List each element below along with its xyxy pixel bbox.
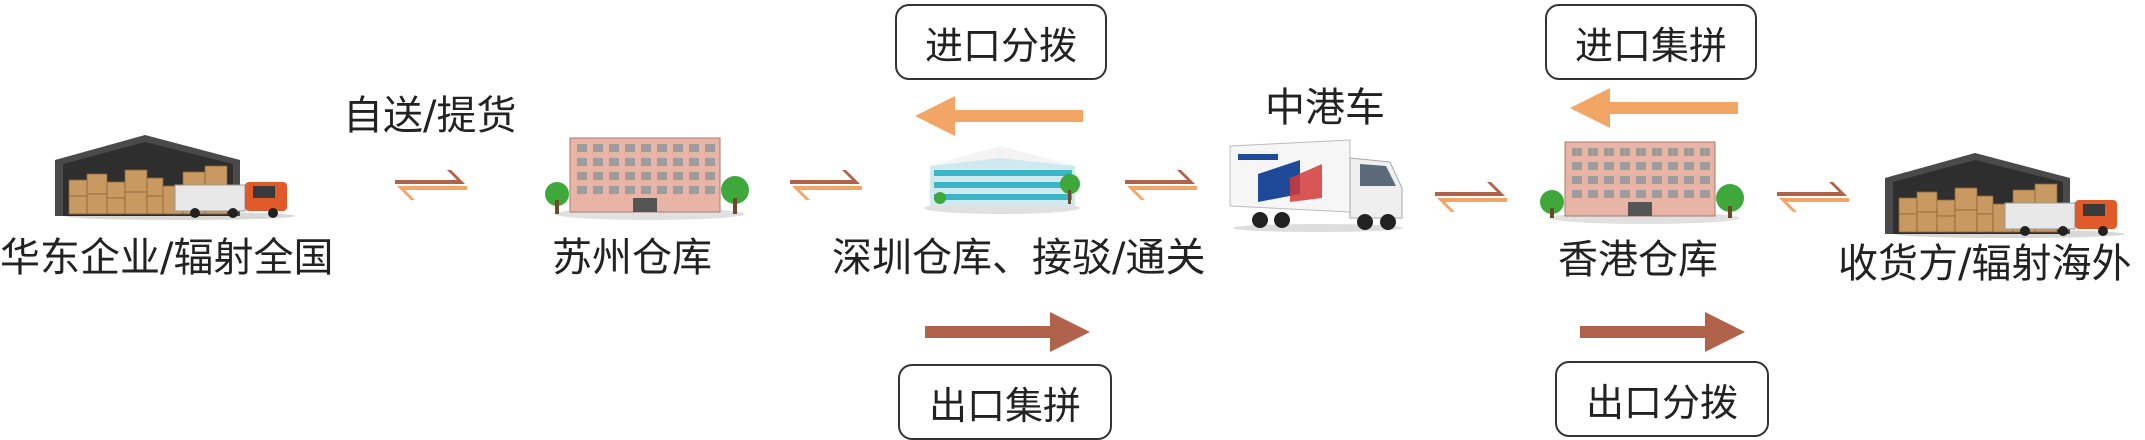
receiver-warehouse-truck-icon (1885, 153, 2125, 238)
export-arrow-right-2 (1580, 312, 1745, 352)
export-distribution-box: 出口分拨 (1555, 361, 1769, 437)
import-consolidation-box: 进口集拼 (1545, 4, 1757, 80)
node-receiver-label: 收货方/辐射海外 (1838, 241, 2132, 287)
import-distribution-label: 进口分拨 (924, 23, 1077, 68)
suzhou-warehouse-icon (545, 137, 749, 220)
hongkong-warehouse-icon (1540, 141, 1744, 224)
import-arrow-left-2 (1570, 88, 1738, 128)
node-cross-border-truck-label: 中港车 (1265, 85, 1385, 131)
exchange-arrows-5 (1777, 182, 1849, 212)
logistics-center-icon (924, 146, 1080, 214)
import-consolidation-label: 进口集拼 (1574, 23, 1727, 68)
import-distribution-box: 进口分拨 (895, 4, 1107, 80)
node-east-china-label: 华东企业/辐射全国 (0, 235, 334, 281)
export-distribution-label: 出口分拨 (1585, 380, 1738, 425)
export-consolidation-box: 出口集拼 (898, 364, 1112, 440)
node-suzhou-label: 苏州仓库 (552, 235, 712, 281)
warehouse-truck-icon (55, 135, 295, 220)
exchange-arrows-2 (790, 170, 862, 200)
exchange-arrows-4 (1435, 182, 1507, 212)
export-arrow-right-1 (925, 312, 1090, 352)
exchange-arrows-1 (395, 170, 467, 200)
exchange-arrows-3 (1125, 170, 1197, 200)
node-shenzhen-label: 深圳仓库、接驳/通关 (832, 235, 1206, 281)
cross-border-truck-icon (1229, 139, 1403, 232)
export-consolidation-label: 出口集拼 (928, 383, 1081, 428)
self-delivery-pickup-label: 自送/提货 (343, 93, 517, 139)
import-arrow-left-1 (915, 96, 1083, 136)
node-hongkong-label: 香港仓库 (1558, 237, 1718, 283)
